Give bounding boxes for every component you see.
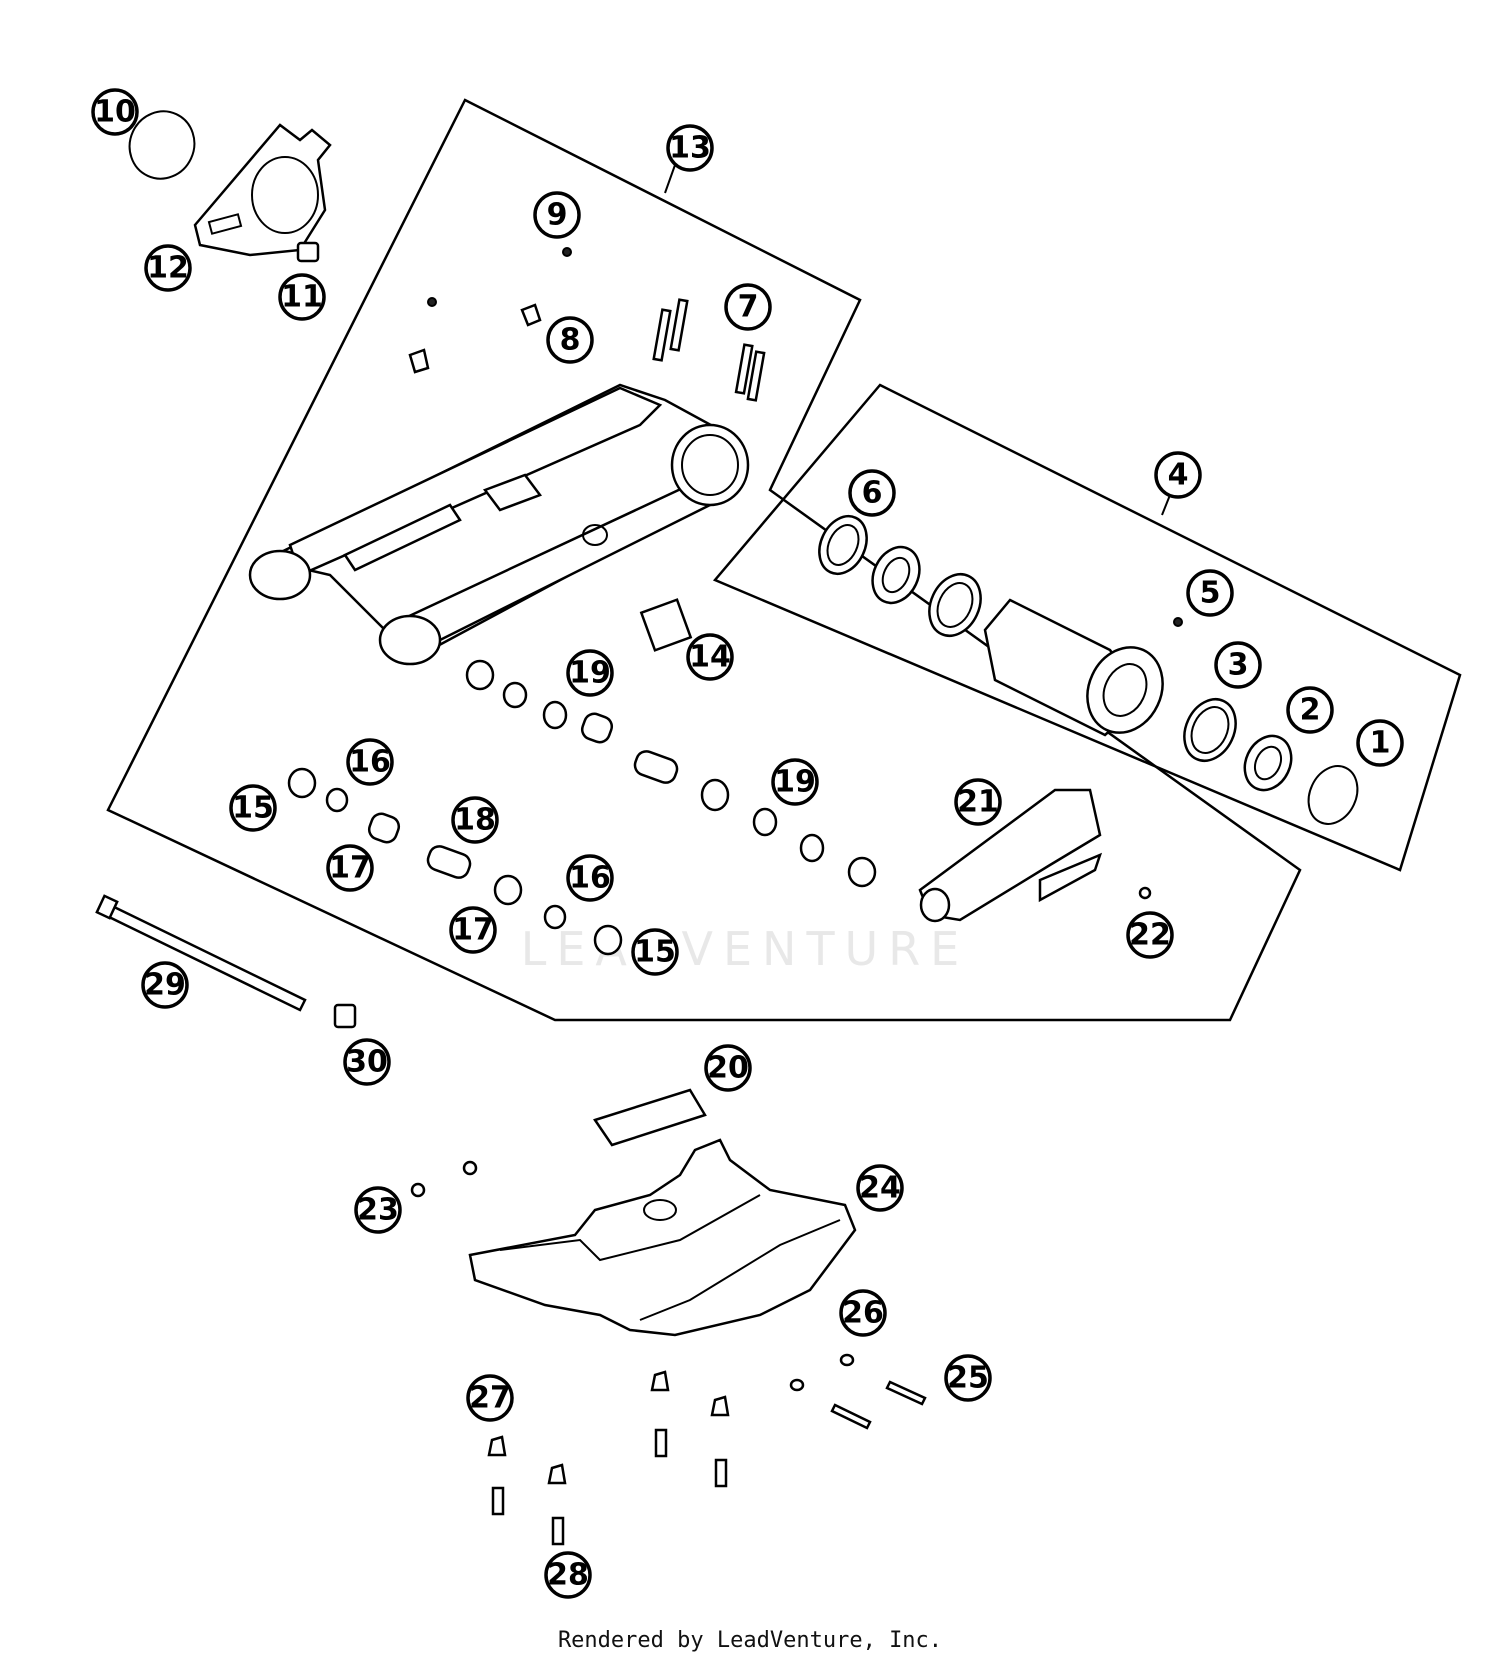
chain-slider-part xyxy=(918,788,1103,923)
callout-16: 16 xyxy=(346,738,394,786)
bearing-assembly-parts xyxy=(818,515,1359,825)
axle-part xyxy=(95,894,307,1012)
circlip-part xyxy=(128,110,196,180)
bearing-assembly-frame xyxy=(712,383,1462,872)
callout-15: 15 xyxy=(229,784,277,832)
svg-text:18: 18 xyxy=(454,803,496,838)
svg-text:8: 8 xyxy=(560,323,581,358)
svg-text:9: 9 xyxy=(547,198,568,233)
spacer-part xyxy=(296,241,320,263)
callout-4: 4 xyxy=(1154,451,1202,499)
svg-text:26: 26 xyxy=(842,1296,884,1331)
svg-text:4: 4 xyxy=(1168,458,1189,493)
callout-23: 23 xyxy=(354,1186,402,1234)
callout-2: 2 xyxy=(1286,686,1334,734)
callout-30: 30 xyxy=(343,1038,391,1086)
callout-25: 25 xyxy=(944,1354,992,1402)
svg-text:25: 25 xyxy=(947,1361,989,1396)
svg-text:16: 16 xyxy=(569,861,611,896)
callout-19-lower: 19 xyxy=(771,758,819,806)
svg-text:17: 17 xyxy=(452,913,494,948)
callout-19-upper: 19 xyxy=(566,649,614,697)
nut-parts-23 xyxy=(410,1160,478,1198)
svg-text:28: 28 xyxy=(547,1558,589,1593)
swingarm-part xyxy=(248,383,750,666)
svg-text:23: 23 xyxy=(357,1193,399,1228)
svg-text:6: 6 xyxy=(862,476,883,511)
callout-28: 28 xyxy=(544,1551,592,1599)
callout-27: 27 xyxy=(466,1374,514,1422)
guide-plate-part xyxy=(193,123,332,257)
callout-26: 26 xyxy=(839,1289,887,1337)
label-sticker-part xyxy=(639,598,693,652)
svg-text:30: 30 xyxy=(346,1045,388,1080)
svg-text:5: 5 xyxy=(1200,576,1221,611)
callout-17-lower: 17 xyxy=(449,906,497,954)
skid-plate-part xyxy=(468,1138,857,1337)
callout-10: 10 xyxy=(91,88,139,136)
fastener-parts-8-9 xyxy=(408,247,572,374)
callout-12: 12 xyxy=(144,244,192,292)
callout-29: 29 xyxy=(141,961,189,1009)
svg-text:27: 27 xyxy=(469,1381,511,1416)
callout-21: 21 xyxy=(954,778,1002,826)
svg-text:19: 19 xyxy=(774,765,816,800)
svg-text:3: 3 xyxy=(1228,648,1249,683)
callout-22: 22 xyxy=(1126,911,1174,959)
svg-text:1: 1 xyxy=(1370,726,1391,761)
svg-text:29: 29 xyxy=(144,968,186,1003)
callout-18: 18 xyxy=(451,796,499,844)
svg-text:15: 15 xyxy=(634,935,676,970)
svg-text:15: 15 xyxy=(232,791,274,826)
bolt-parts-25-28 xyxy=(487,1353,927,1546)
callout-24: 24 xyxy=(856,1164,904,1212)
callout-16-lower: 16 xyxy=(566,854,614,902)
svg-text:11: 11 xyxy=(281,280,323,315)
callout-13: 13 xyxy=(666,124,714,172)
callout-3: 3 xyxy=(1214,641,1262,689)
bolt-part-7 xyxy=(652,298,766,402)
render-credit: Rendered by LeadVenture, Inc. xyxy=(557,1628,943,1653)
callout-9: 9 xyxy=(533,191,581,239)
callout-7: 7 xyxy=(724,283,772,331)
svg-text:24: 24 xyxy=(859,1171,901,1206)
callout-1: 1 xyxy=(1356,719,1404,767)
watermark: LEADVENTURE xyxy=(521,922,970,976)
axle-nut-part xyxy=(333,1003,357,1029)
swingarm-assembly-frame xyxy=(106,98,1302,1022)
callout-15-lower: 15 xyxy=(631,928,679,976)
svg-text:12: 12 xyxy=(147,251,189,286)
callout-14: 14 xyxy=(686,633,734,681)
svg-text:22: 22 xyxy=(1129,918,1171,953)
svg-text:2: 2 xyxy=(1300,693,1321,728)
svg-text:17: 17 xyxy=(329,851,371,886)
callout-11: 11 xyxy=(278,273,326,321)
callout-6: 6 xyxy=(848,469,896,517)
svg-text:13: 13 xyxy=(669,131,711,166)
rubber-pad-part xyxy=(593,1088,707,1147)
callout-8: 8 xyxy=(546,316,594,364)
svg-text:19: 19 xyxy=(569,656,611,691)
screw-part-22 xyxy=(1138,886,1152,900)
svg-text:20: 20 xyxy=(707,1051,749,1086)
svg-text:7: 7 xyxy=(738,290,759,325)
bushing-parts xyxy=(287,659,877,956)
callout-5: 5 xyxy=(1186,569,1234,617)
svg-text:16: 16 xyxy=(349,745,391,780)
svg-text:14: 14 xyxy=(689,640,731,675)
callout-17: 17 xyxy=(326,844,374,892)
svg-text:10: 10 xyxy=(94,95,136,130)
svg-text:21: 21 xyxy=(957,785,999,820)
callout-20: 20 xyxy=(704,1044,752,1092)
